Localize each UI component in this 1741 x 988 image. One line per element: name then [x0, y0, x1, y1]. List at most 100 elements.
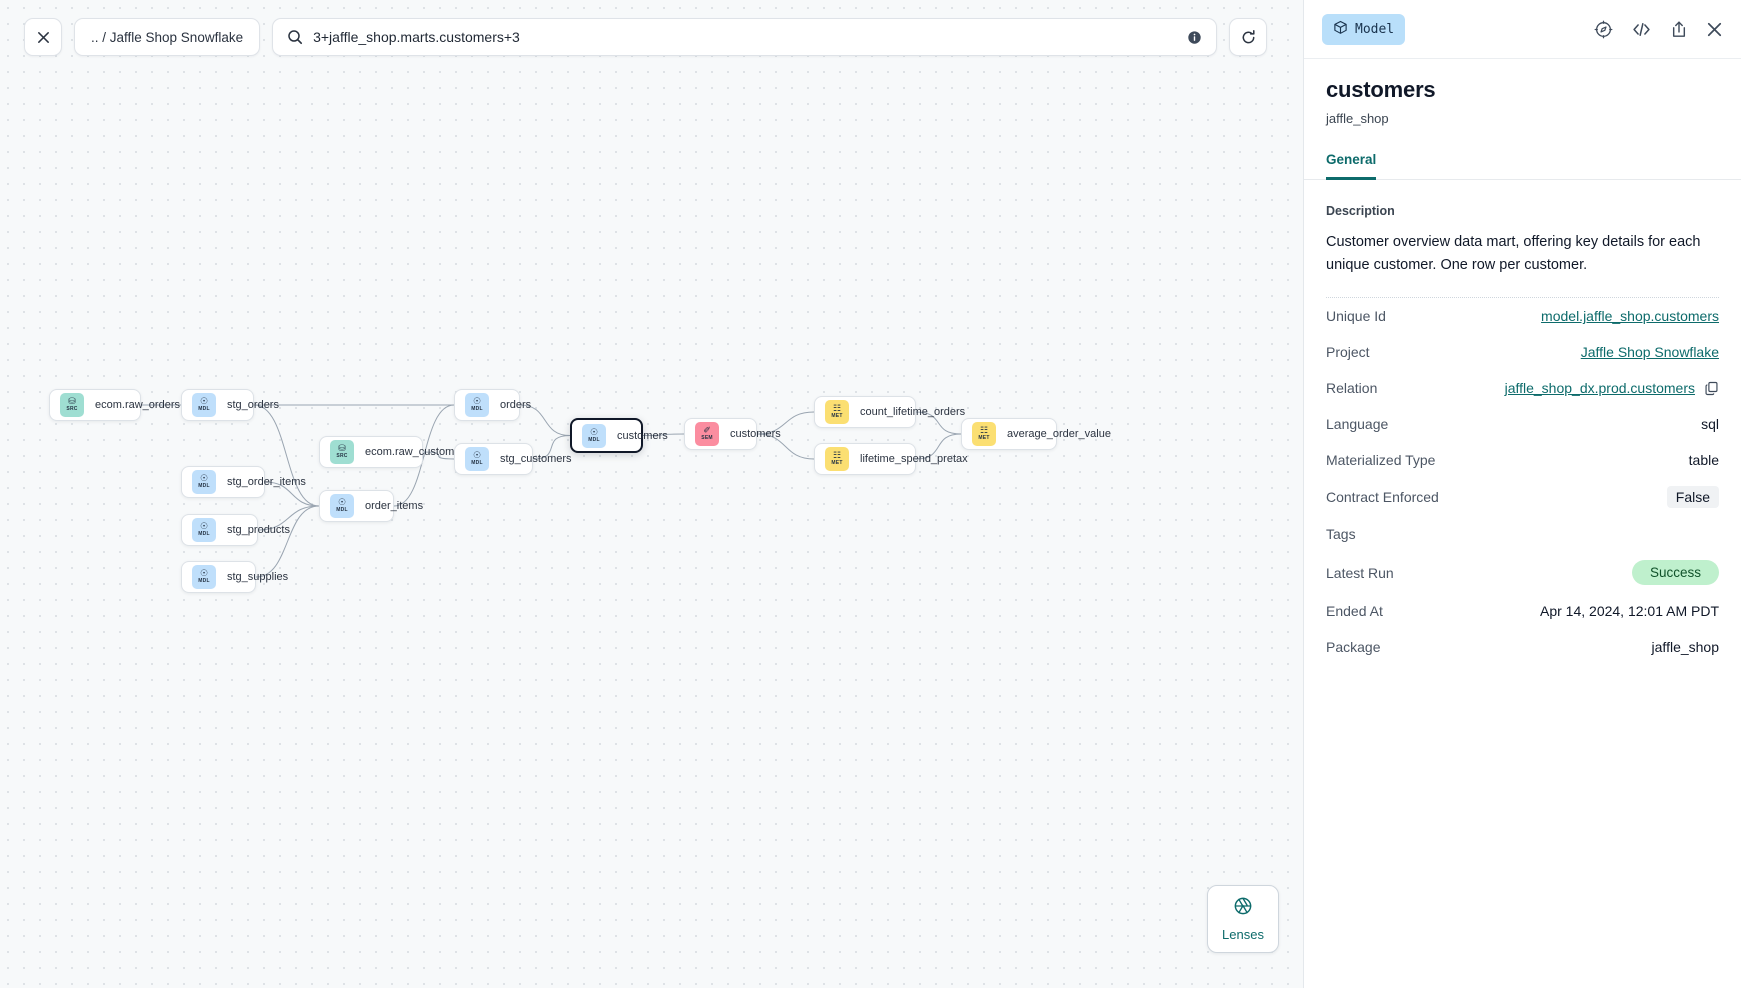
info-icon[interactable] — [1187, 30, 1202, 45]
metadata-value-wrap: False — [1666, 486, 1719, 509]
graph-node-label: order_items — [365, 500, 424, 512]
graph-node-lifetime_spend_pretax[interactable]: ☷MET lifetime_spend_pretax — [814, 443, 968, 475]
metadata-row: Unique Id model.jaffle_shop.customers — [1326, 298, 1719, 334]
status-badge: False — [1666, 486, 1719, 509]
explore-icon[interactable] — [1594, 20, 1613, 39]
metadata-row: Language sql — [1326, 406, 1719, 442]
metadata-value: table — [1688, 452, 1719, 469]
metadata-value-wrap: model.jaffle_shop.customers — [1541, 308, 1719, 324]
aperture-icon — [1233, 896, 1253, 921]
breadcrumb[interactable]: .. / Jaffle Shop Snowflake — [74, 18, 261, 56]
sem-badge-icon: ✐SEM — [695, 422, 719, 446]
refresh-icon — [1242, 29, 1255, 43]
cube-icon — [1333, 20, 1348, 39]
copy-icon[interactable] — [1704, 381, 1719, 396]
search-icon — [287, 29, 303, 45]
metadata-row: Tags — [1326, 516, 1719, 552]
metadata-value-wrap: sql — [1701, 416, 1719, 432]
graph-node-label: customers — [730, 428, 781, 440]
graph-node-label: stg_supplies — [227, 571, 289, 583]
lineage-canvas[interactable]: .. / Jaffle Shop Snowflake — [0, 0, 1303, 988]
resource-detail-panel: Model — [1303, 0, 1741, 988]
graph-node-stg_products[interactable]: ☉MDL stg_products — [181, 514, 290, 546]
code-icon[interactable] — [1631, 20, 1652, 39]
metadata-value[interactable]: Jaffle Shop Snowflake — [1580, 344, 1719, 361]
metadata-key: Package — [1326, 639, 1381, 656]
graph-node-orders[interactable]: ☉MDL orders — [454, 389, 531, 421]
lenses-button[interactable]: Lenses — [1207, 885, 1279, 953]
canvas-toolbar: .. / Jaffle Shop Snowflake — [24, 18, 1268, 56]
share-icon[interactable] — [1670, 20, 1688, 39]
met-badge-icon: ☷MET — [825, 400, 849, 424]
lineage-search[interactable] — [272, 18, 1218, 56]
search-input[interactable] — [313, 29, 1188, 45]
panel-title-zone: customers jaffle_shop — [1304, 59, 1741, 126]
metadata-row: Materialized Type table — [1326, 442, 1719, 478]
description-label: Description — [1326, 204, 1395, 218]
panel-subtitle: jaffle_shop — [1326, 111, 1389, 126]
graph-node-label: orders — [500, 399, 532, 411]
close-icon[interactable] — [1706, 21, 1723, 38]
graph-node-label: average_order_value — [1007, 428, 1111, 440]
mdl-badge-icon: ☉MDL — [465, 393, 489, 417]
graph-edge — [255, 505, 320, 578]
metadata-value: jaffle_shop — [1651, 639, 1719, 656]
divider — [1326, 297, 1719, 299]
metadata-key: Relation — [1326, 380, 1378, 397]
close-icon — [37, 31, 49, 43]
refresh-button[interactable] — [1229, 18, 1268, 56]
metadata-value: Apr 14, 2024, 12:01 AM PDT — [1540, 603, 1719, 620]
src-badge-icon: ⛁SRC — [330, 440, 354, 464]
metadata-key: Project — [1326, 344, 1370, 361]
metadata-key: Tags — [1326, 526, 1356, 543]
metadata-value: sql — [1701, 416, 1719, 433]
mdl-badge-icon: ☉MDL — [192, 393, 216, 417]
graph-node-label: stg_orders — [227, 399, 279, 411]
metadata-value-wrap: Apr 14, 2024, 12:01 AM PDT — [1540, 603, 1719, 619]
metadata-value-wrap: Jaffle Shop Snowflake — [1581, 344, 1719, 360]
metadata-value-wrap: jaffle_shop_dx.prod.customers — [1505, 380, 1719, 396]
graph-node-label: stg_customers — [500, 453, 572, 465]
lenses-label: Lenses — [1222, 927, 1264, 942]
breadcrumb-label: .. / Jaffle Shop Snowflake — [91, 29, 244, 45]
resource-type-label: Model — [1355, 21, 1395, 37]
metadata-value[interactable]: jaffle_shop_dx.prod.customers — [1504, 380, 1695, 397]
metadata-value[interactable]: model.jaffle_shop.customers — [1541, 308, 1719, 325]
panel-header: Model — [1304, 0, 1741, 59]
tab-general[interactable]: General — [1326, 152, 1377, 180]
met-badge-icon: ☷MET — [825, 447, 849, 471]
mdl-badge-icon: ☉MDL — [192, 470, 216, 494]
graph-node-average_order_value[interactable]: ☷MET average_order_value — [961, 418, 1111, 450]
metadata-row: Project Jaffle Shop Snowflake — [1326, 334, 1719, 370]
met-badge-icon: ☷MET — [972, 422, 996, 446]
panel-header-actions — [1594, 20, 1723, 39]
graph-node-stg_customers[interactable]: ☉MDL stg_customers — [454, 443, 572, 475]
mdl-badge-icon: ☉MDL — [465, 447, 489, 471]
metadata-key: Language — [1326, 416, 1389, 433]
resource-type-badge: Model — [1322, 13, 1406, 45]
graph-node-customers-semantic[interactable]: ✐SEM customers — [684, 418, 781, 450]
graph-node-label: lifetime_spend_pretax — [860, 453, 968, 465]
metadata-row: Relation jaffle_shop_dx.prod.customers — [1326, 370, 1719, 406]
metadata-key: Materialized Type — [1326, 452, 1436, 469]
metadata-value-wrap: Success — [1631, 560, 1719, 586]
graph-node-stg_orders[interactable]: ☉MDL stg_orders — [181, 389, 279, 421]
panel-tabs: General — [1304, 152, 1741, 180]
metadata-value-wrap: table — [1689, 452, 1719, 468]
description-text: Customer overview data mart, offering ke… — [1326, 234, 1701, 274]
metadata-key: Unique Id — [1326, 308, 1386, 325]
mdl-badge-icon: ☉MDL — [192, 518, 216, 542]
graph-node-label: stg_products — [227, 524, 290, 536]
close-graph-button[interactable] — [24, 18, 62, 56]
